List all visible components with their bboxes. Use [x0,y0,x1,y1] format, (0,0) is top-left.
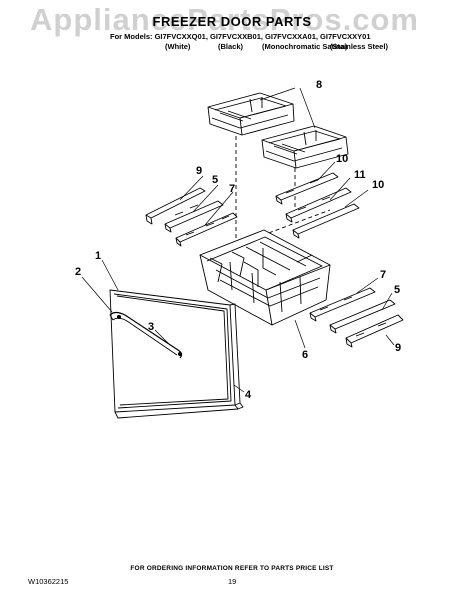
callout-7-top: 7 [229,183,235,195]
callout-8: 8 [316,79,322,91]
callout-7-bottom: 7 [380,269,386,281]
callout-6: 6 [302,349,308,361]
ordering-info: FOR ORDERING INFORMATION REFER TO PARTS … [130,565,334,572]
variant-black: (Black) [218,42,244,51]
page-title: FREEZER DOOR PARTS [152,14,312,29]
document-number: W10362215 [28,577,69,586]
variant-monochromatic-satina: (Monochromatic Satina) [262,42,348,51]
upper-basket-left [207,92,295,136]
callout-5-top: 5 [212,174,218,186]
callout-11: 11 [354,169,366,181]
callout-9-top: 9 [196,165,202,177]
models-line: For Models: GI7FVCXXQ01, GI7FVCXXB01, GI… [110,32,371,41]
door-handle [109,311,183,359]
callout-10-bottom: 10 [372,179,384,191]
callout-3: 3 [148,321,154,333]
callout-9-bottom: 9 [395,342,401,354]
leader-lines [81,87,395,393]
callout-5-bottom: 5 [394,284,400,296]
freezer-door [109,289,244,419]
variant-white: (White) [165,42,191,51]
callout-2: 2 [75,266,81,278]
page-number: 19 [228,577,237,586]
upper-right-rails [275,172,360,239]
upper-basket-right [261,125,349,169]
lower-right-rails [309,287,404,348]
callout-4: 4 [245,389,252,401]
callout-10-top: 10 [336,153,348,165]
callout-1: 1 [95,250,101,262]
variant-stainless-steel: (Stainless Steel) [330,42,388,51]
large-basket [199,229,331,326]
upper-left-rails [145,187,238,247]
